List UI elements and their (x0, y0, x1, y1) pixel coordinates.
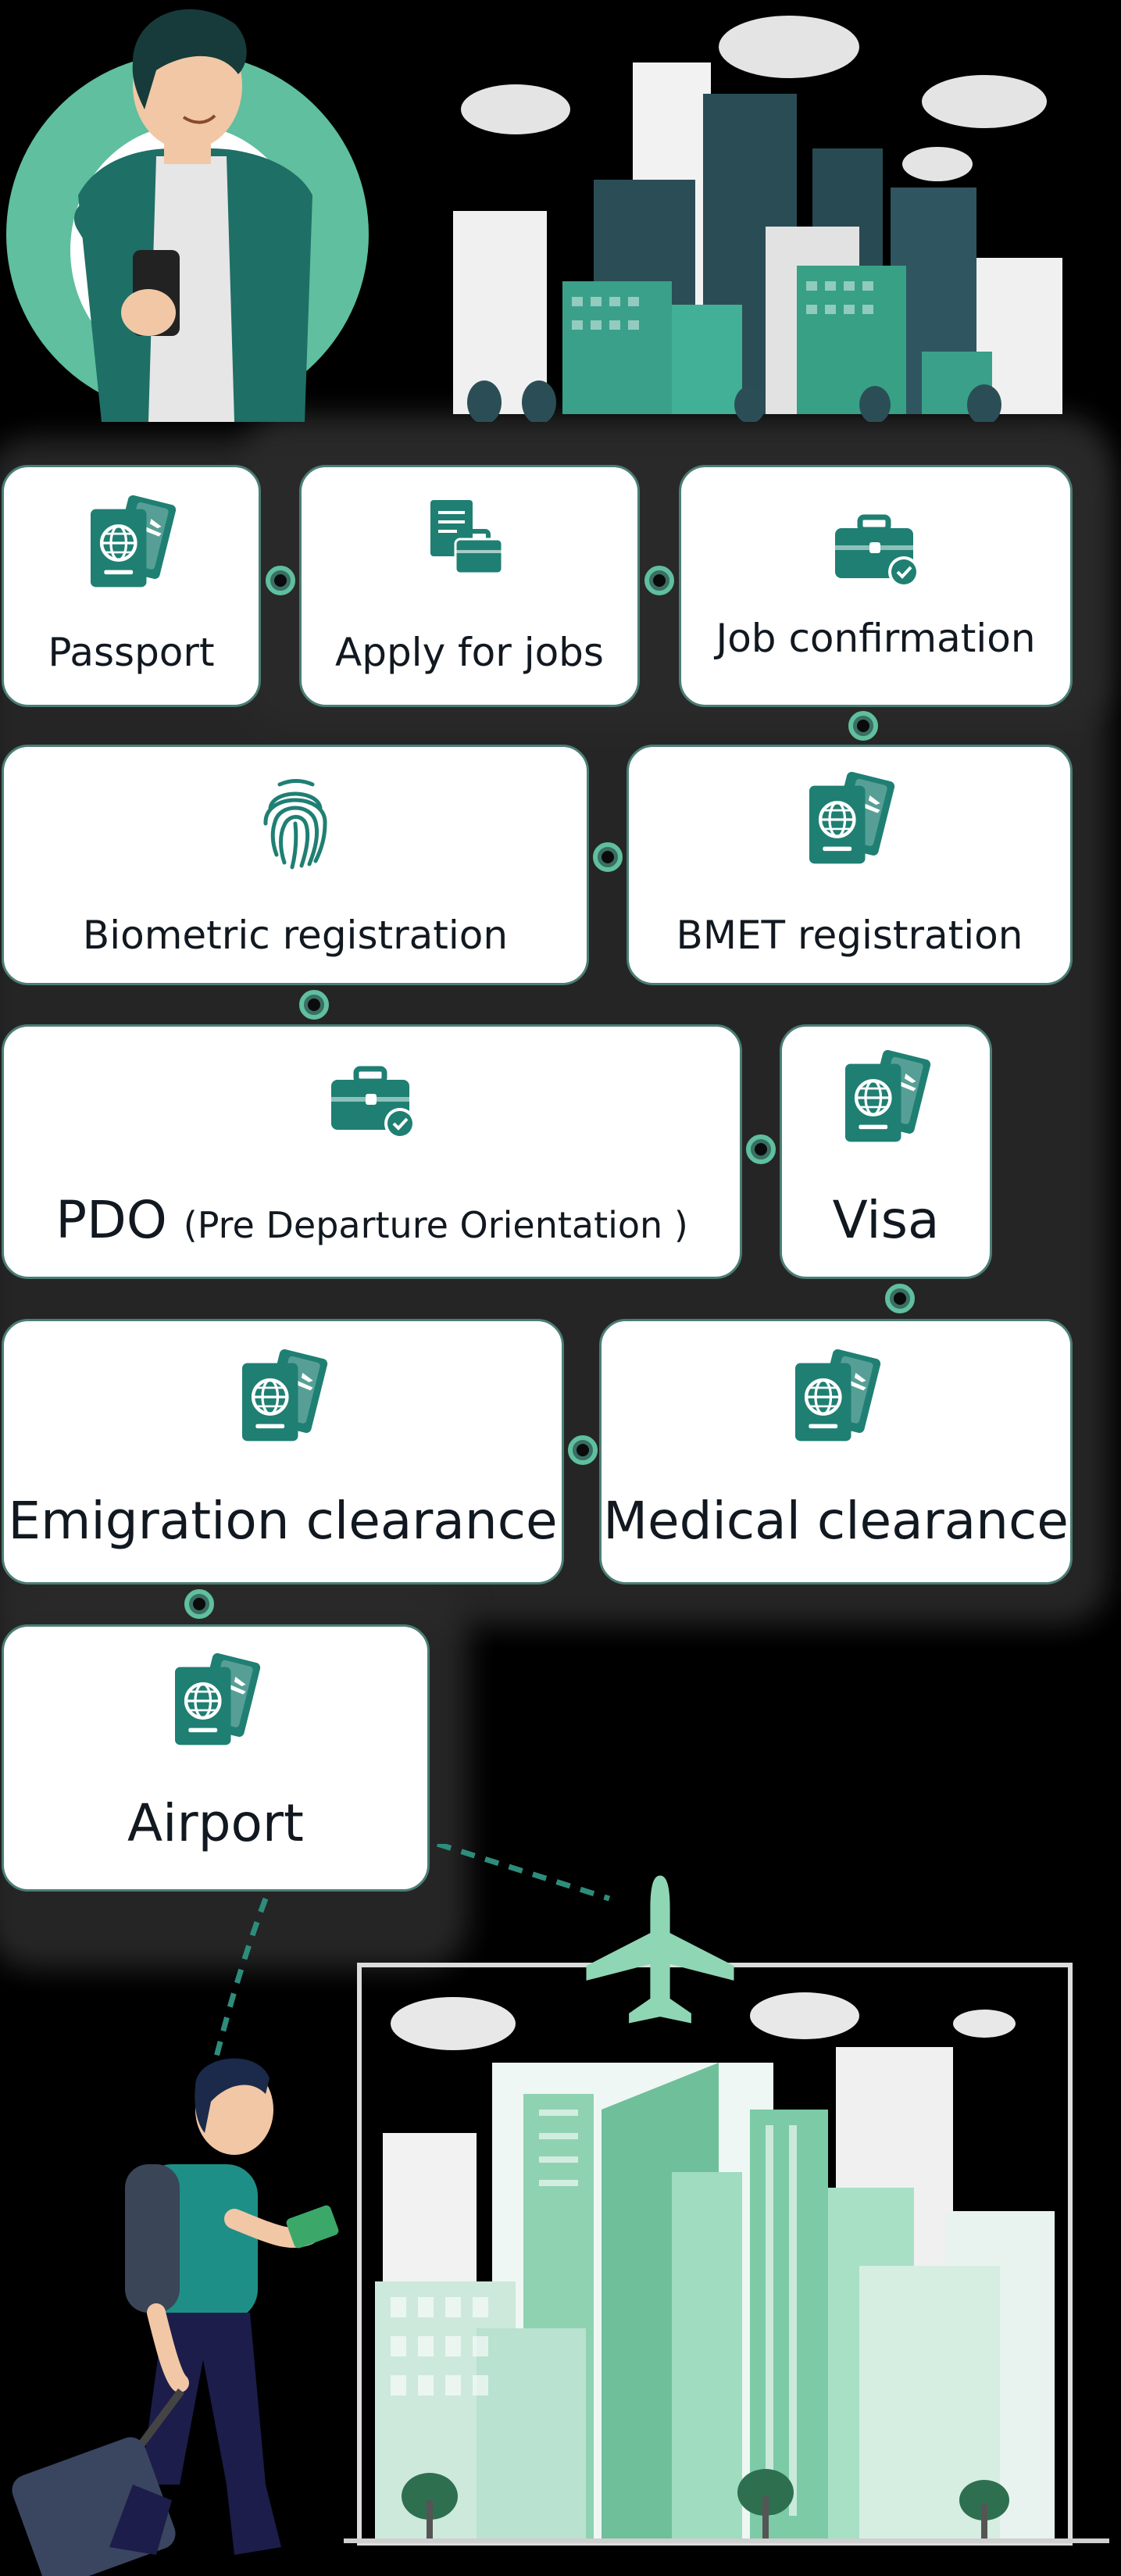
airplane-icon (578, 1867, 742, 2031)
traveler-with-luggage-illustration (12, 2058, 339, 2576)
connector-emigration-airport (184, 1589, 214, 1619)
step-label-apply-for-jobs: Apply for jobs (335, 630, 604, 675)
briefcase-check-icon (325, 1063, 419, 1141)
passport-icon (80, 492, 182, 594)
step-card-visa[interactable]: Visa (780, 1024, 992, 1279)
step-card-biometric-registration[interactable]: Biometric registration (2, 745, 589, 985)
step-card-airport[interactable]: Airport (2, 1624, 430, 1892)
man-with-phone-illustration (6, 9, 369, 422)
passport-icon (232, 1346, 334, 1448)
step-card-pdo[interactable]: PDO (Pre Departure Orientation ) (2, 1024, 742, 1279)
step-label-emigration-clearance: Emigration clearance (8, 1491, 558, 1551)
step-card-apply-for-jobs[interactable]: Apply for jobs (299, 465, 640, 707)
flight-path-dashed-lines (208, 1844, 611, 2079)
step-label-biometric-registration: Biometric registration (82, 913, 509, 958)
step-label-pdo-abbr: PDO (55, 1190, 167, 1250)
connector-pdo-visa (746, 1134, 776, 1164)
connector-biometric-pdo (299, 990, 329, 1020)
step-card-medical-clearance[interactable]: Medical clearance (599, 1319, 1073, 1585)
destination-city-illustration (344, 1963, 1109, 2546)
passport-icon (165, 1650, 266, 1752)
step-card-emigration-clearance[interactable]: Emigration clearance (2, 1319, 564, 1585)
step-card-job-confirmation[interactable]: Job confirmation (679, 465, 1073, 707)
step-label-passport: Passport (48, 630, 215, 675)
job-documents-briefcase-icon (423, 495, 516, 581)
passport-icon (785, 1346, 887, 1448)
connector-medical-emigration (568, 1435, 598, 1465)
connector-passport-apply (266, 566, 295, 595)
connector-apply-confirmation (644, 566, 674, 595)
briefcase-check-icon (829, 511, 923, 589)
passport-icon (835, 1047, 937, 1149)
step-label-medical-clearance: Medical clearance (603, 1491, 1069, 1551)
step-card-bmet-registration[interactable]: BMET registration (627, 745, 1073, 985)
step-card-passport[interactable]: Passport (2, 465, 261, 707)
fingerprint-icon (256, 777, 334, 870)
passport-icon (799, 769, 901, 870)
step-label-visa: Visa (832, 1190, 940, 1250)
step-label-pdo-full: (Pre Departure Orientation ) (183, 1204, 688, 1246)
step-label-bmet-registration: BMET registration (676, 913, 1023, 958)
step-label-airport: Airport (127, 1793, 304, 1853)
connector-bmet-biometric (593, 842, 623, 872)
connector-confirmation-bmet (848, 711, 878, 741)
step-label-job-confirmation: Job confirmation (716, 616, 1036, 661)
connector-visa-medical (885, 1284, 915, 1313)
step-label-pdo: PDO (Pre Departure Orientation ) (55, 1190, 688, 1250)
city-skyline-top-illustration (453, 16, 1062, 422)
